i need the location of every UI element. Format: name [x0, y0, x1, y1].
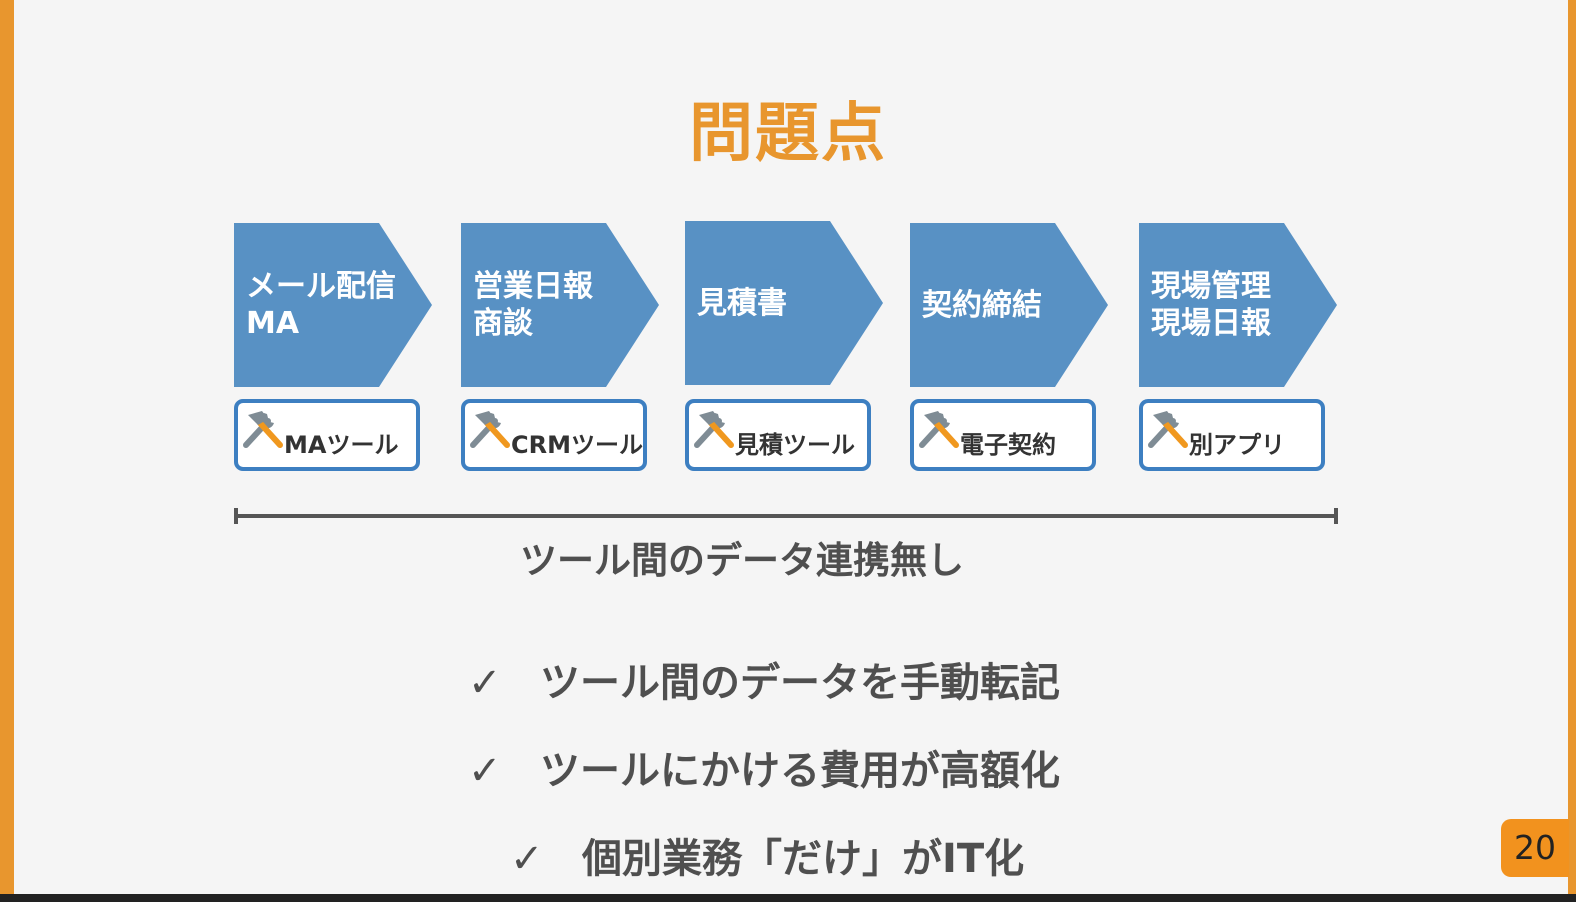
step-line-1: 営業日報 — [473, 269, 593, 304]
slide-title: 問題点 — [689, 97, 887, 171]
step-line-1: 見積書 — [697, 285, 787, 321]
tool-box-crm: CRMツール — [461, 399, 647, 471]
step-line-2: 現場日報 — [1151, 306, 1271, 341]
chevron-arrow-shape — [461, 223, 659, 387]
tool-box-ma: MAツール — [234, 399, 420, 471]
page-number-badge: 20 — [1501, 819, 1569, 877]
step-line-1: 現場管理 — [1151, 269, 1271, 304]
process-step-site-management: 現場管理 現場日報 — [1139, 223, 1339, 387]
chevron-arrow-shape — [1139, 223, 1337, 387]
process-step-label: 見積書 — [697, 221, 847, 385]
check-icon: ✓ — [468, 748, 502, 794]
process-step-mail-ma: メール配信 MA — [234, 223, 434, 387]
process-step-estimate: 見積書 — [685, 221, 885, 385]
step-line-2: MA — [246, 306, 300, 341]
tool-box-e-contract: 電子契約 — [910, 399, 1096, 471]
hammer-wrench-icon — [470, 411, 510, 448]
problem-text: 個別業務「だけ」がIT化 — [582, 836, 1025, 882]
hammer-wrench-icon — [919, 411, 959, 448]
process-step-contract: 契約締結 — [910, 223, 1110, 387]
problem-item: ✓ ツール間のデータを手動転記 — [468, 650, 1060, 708]
tool-box-estimate: 見積ツール — [685, 399, 871, 471]
hammer-wrench-icon — [694, 411, 734, 448]
process-step-label: 現場管理 現場日報 — [1151, 223, 1301, 387]
check-icon: ✓ — [510, 836, 544, 882]
tool-label: 別アプリ — [1189, 431, 1285, 459]
problem-text: ツールにかける費用が高額化 — [540, 748, 1060, 794]
process-step-label: 営業日報 商談 — [473, 223, 623, 387]
chevron-arrow-shape — [685, 221, 883, 385]
tool-label: 電子契約 — [960, 431, 1056, 459]
problem-text: ツール間のデータを手動転記 — [540, 660, 1060, 706]
no-data-link-caption: ツール間のデータ連携無し — [520, 539, 964, 582]
tool-label: CRMツール — [511, 431, 643, 459]
tool-label: MAツール — [284, 431, 399, 459]
span-bracket-line — [234, 508, 1338, 524]
chevron-arrow-shape — [910, 223, 1108, 387]
step-line-2: 商談 — [473, 306, 533, 341]
problem-item: ✓ ツールにかける費用が高額化 — [468, 738, 1060, 796]
step-line-1: 契約締結 — [922, 287, 1042, 323]
tool-label: 見積ツール — [735, 431, 855, 459]
process-step-sales-report: 営業日報 商談 — [461, 223, 661, 387]
chevron-arrow-shape — [234, 223, 432, 387]
hammer-wrench-icon — [1148, 411, 1188, 448]
problem-item: ✓ 個別業務「だけ」がIT化 — [510, 826, 1024, 884]
tool-box-other-app: 別アプリ — [1139, 399, 1325, 471]
process-step-label: メール配信 MA — [246, 223, 396, 387]
process-step-label: 契約締結 — [922, 223, 1072, 387]
check-icon: ✓ — [468, 660, 502, 706]
bottom-edge-bar — [0, 894, 1576, 902]
hammer-wrench-icon — [243, 411, 283, 448]
step-line-1: メール配信 — [246, 269, 396, 304]
right-accent-bar — [1568, 0, 1576, 902]
left-accent-bar — [0, 0, 14, 902]
